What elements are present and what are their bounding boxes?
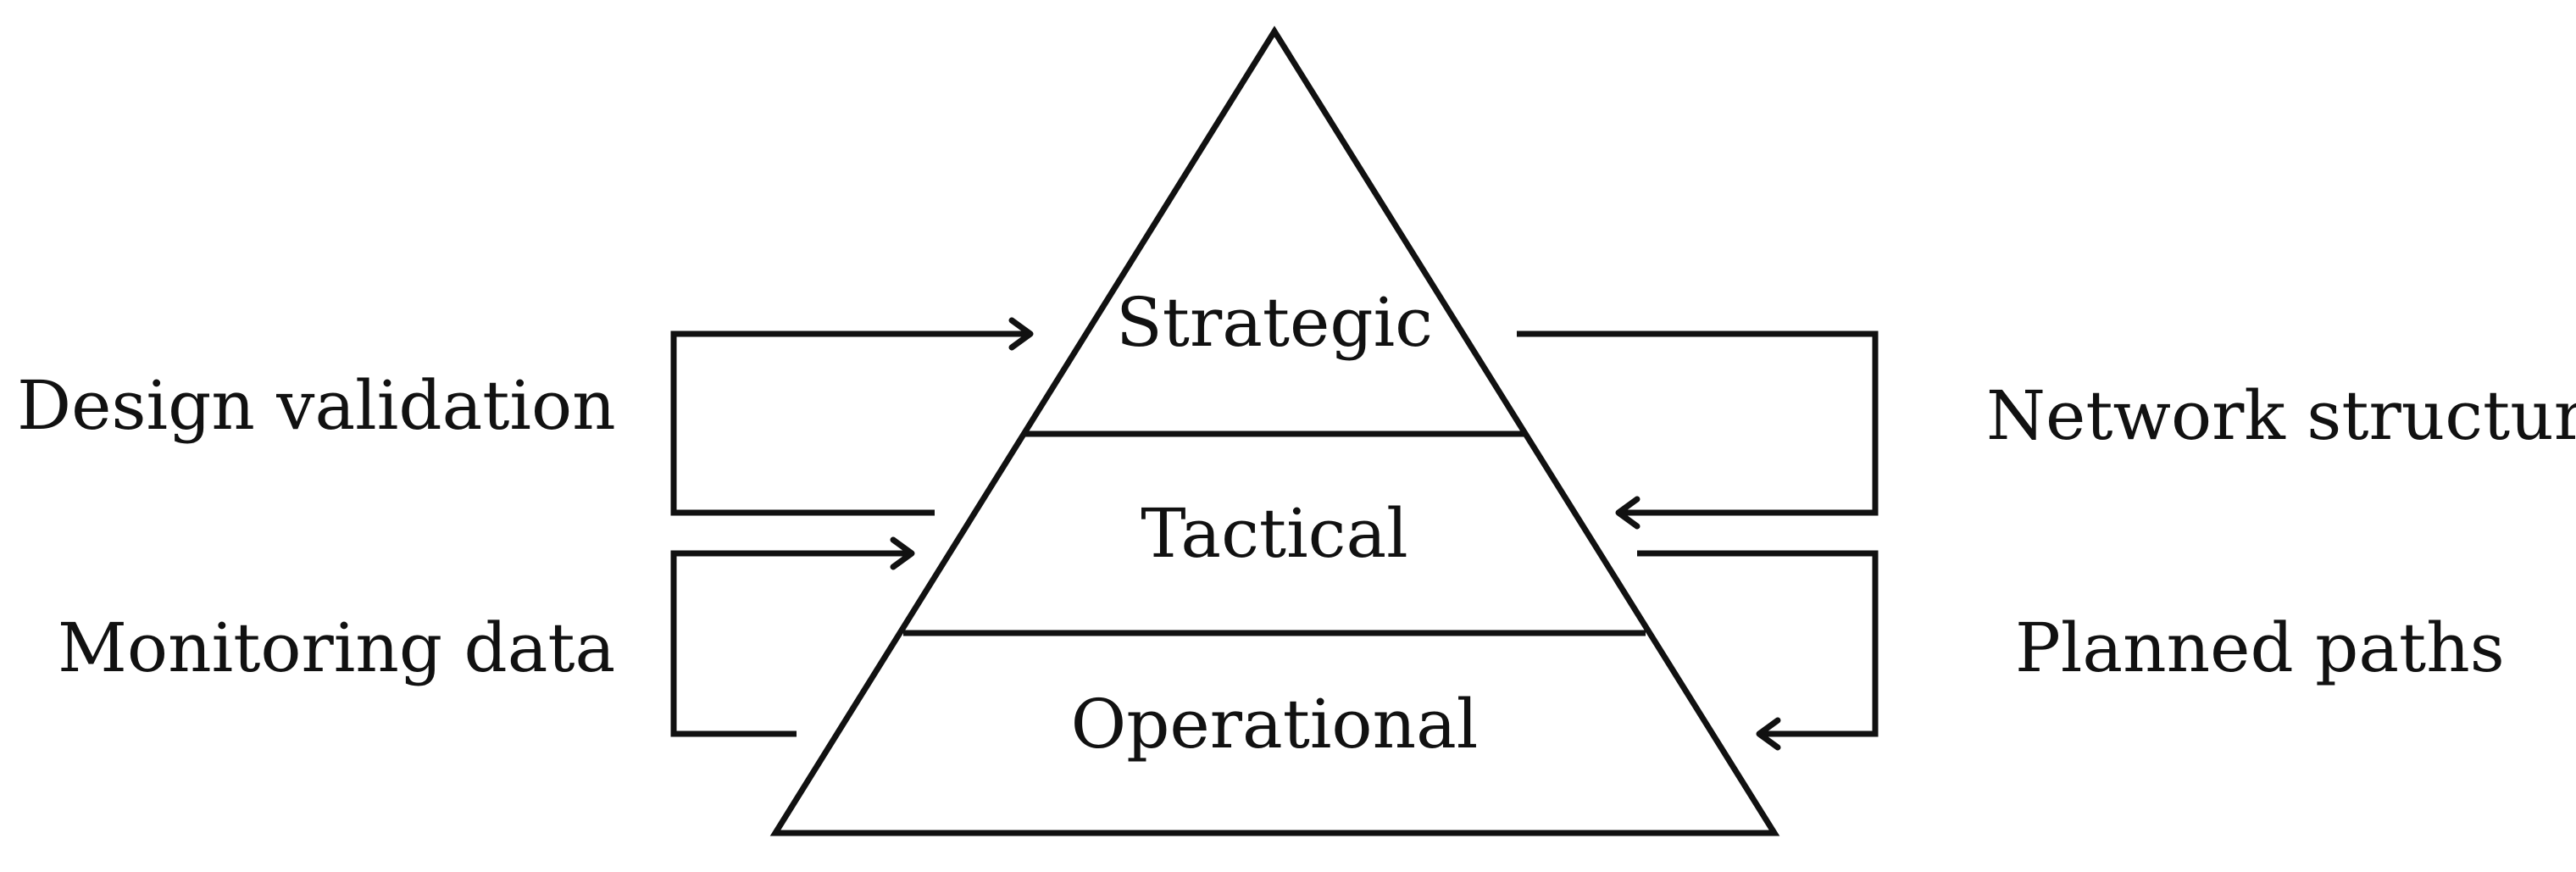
level-operational-label: Operational (1071, 685, 1479, 764)
network-structure-arrowhead (1615, 496, 1641, 530)
level-tactical-label: Tactical (1141, 494, 1407, 573)
planned-paths-arrow (1637, 550, 1879, 737)
monitoring-data-arrowhead (890, 536, 915, 570)
planned-paths-label: Planned paths (2015, 608, 2505, 687)
design-validation-arrow (670, 330, 1027, 516)
network-structure-label: Network structure (1986, 376, 2576, 455)
design-validation-label: Design validation (17, 366, 616, 445)
monitoring-data-arrow (670, 550, 908, 737)
planned-paths-arrowhead (1756, 717, 1781, 751)
level-strategic-label: Strategic (1116, 283, 1433, 362)
design-validation-arrowhead (1008, 317, 1034, 351)
network-structure-arrow (1517, 330, 1879, 516)
monitoring-data-label: Monitoring data (58, 608, 615, 687)
